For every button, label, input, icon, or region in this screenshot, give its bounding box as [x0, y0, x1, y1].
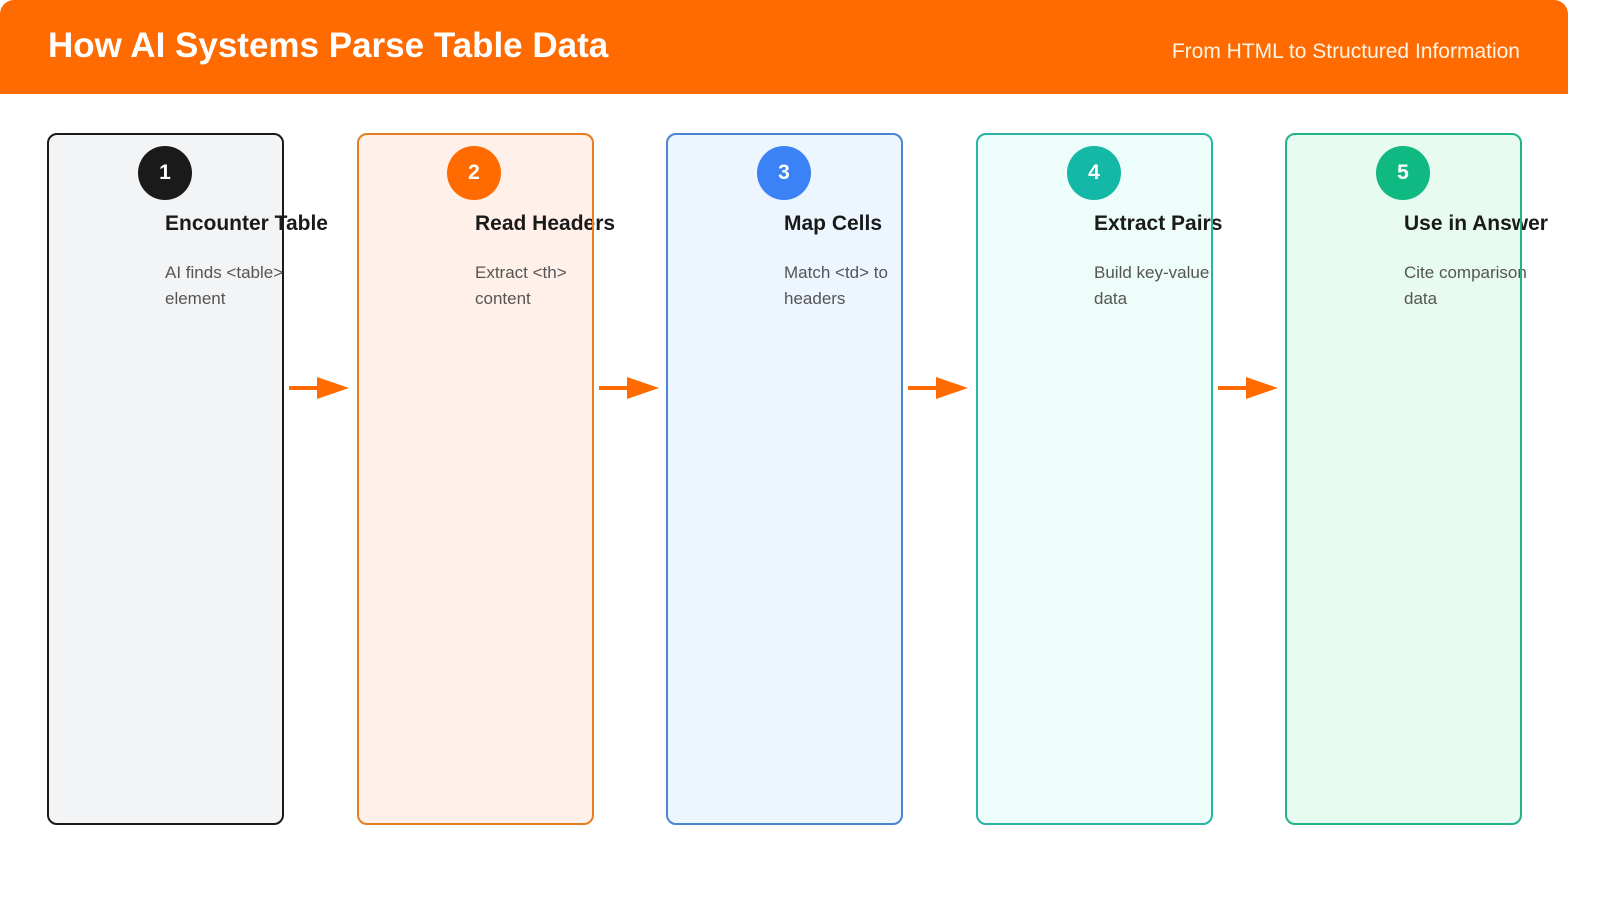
step-card-3-fill	[666, 133, 903, 825]
page-title: How AI Systems Parse Table Data	[48, 26, 609, 65]
step-title: Use in Answer	[1404, 212, 1548, 235]
step-description: Match <td> to headers	[784, 263, 888, 308]
arrow-right-icon	[1218, 377, 1278, 399]
step-number-badge: 3	[757, 146, 811, 200]
step-title: Read Headers	[475, 212, 616, 235]
step-card-1-fill	[47, 133, 284, 825]
step-title: Encounter Table	[165, 212, 328, 235]
arrow-right-icon	[599, 377, 659, 399]
step-card-5-fill	[1285, 133, 1522, 825]
step-description: Build key-value data	[1094, 263, 1210, 308]
page-subtitle: From HTML to Structured Information	[1171, 40, 1520, 63]
step-description: Extract <th> content	[475, 263, 567, 308]
step-card-2-fill	[357, 133, 594, 825]
step-description: AI finds <table> element	[165, 263, 284, 308]
arrow-right-icon	[908, 377, 968, 399]
step-number-badge: 2	[447, 146, 501, 200]
header-bar: How AI Systems Parse Table Data From HTM…	[0, 0, 1568, 94]
step-number-badge: 1	[138, 146, 192, 200]
arrow-right-icon	[289, 377, 349, 399]
step-description: Cite comparison data	[1404, 263, 1527, 308]
step-number-badge: 4	[1067, 146, 1121, 200]
step-title: Extract Pairs	[1094, 212, 1223, 235]
step-card-4-fill	[976, 133, 1213, 825]
step-number-badge: 5	[1376, 146, 1430, 200]
step-title: Map Cells	[784, 212, 883, 235]
